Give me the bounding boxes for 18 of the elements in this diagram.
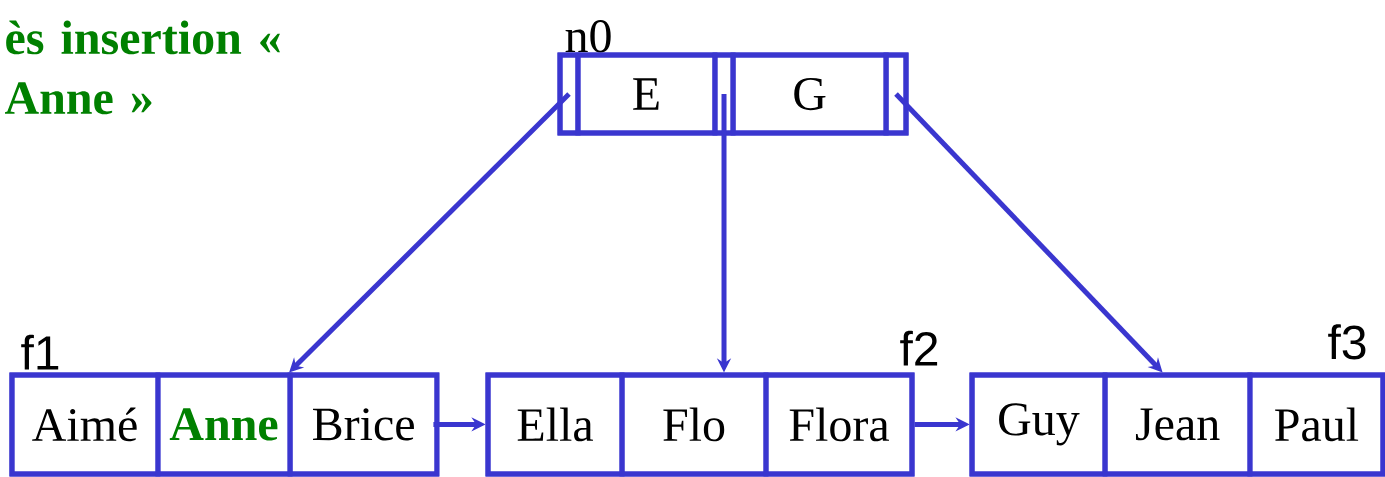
node-heading: f3: [1328, 324, 1366, 360]
cell: Guy: [969, 372, 1108, 477]
node-heading: n0: [565, 20, 611, 53]
cell: Paul: [1247, 372, 1385, 477]
pointer-cell: [557, 52, 581, 136]
cell: Jean: [1102, 372, 1253, 477]
pointer-cell: [883, 52, 909, 136]
cell: Brice: [287, 372, 440, 477]
cell: Ella: [485, 372, 625, 477]
cell: E: [575, 52, 718, 136]
cell: Flora: [763, 372, 915, 477]
cell: Anne: [155, 372, 293, 477]
node-heading: f2: [900, 330, 938, 366]
cell: Flo: [619, 372, 769, 477]
cell: G: [730, 52, 889, 136]
node-heading: f1: [21, 334, 59, 370]
title: ès insertion « Anne »: [5, 20, 280, 115]
cell: Aimé: [9, 372, 161, 477]
